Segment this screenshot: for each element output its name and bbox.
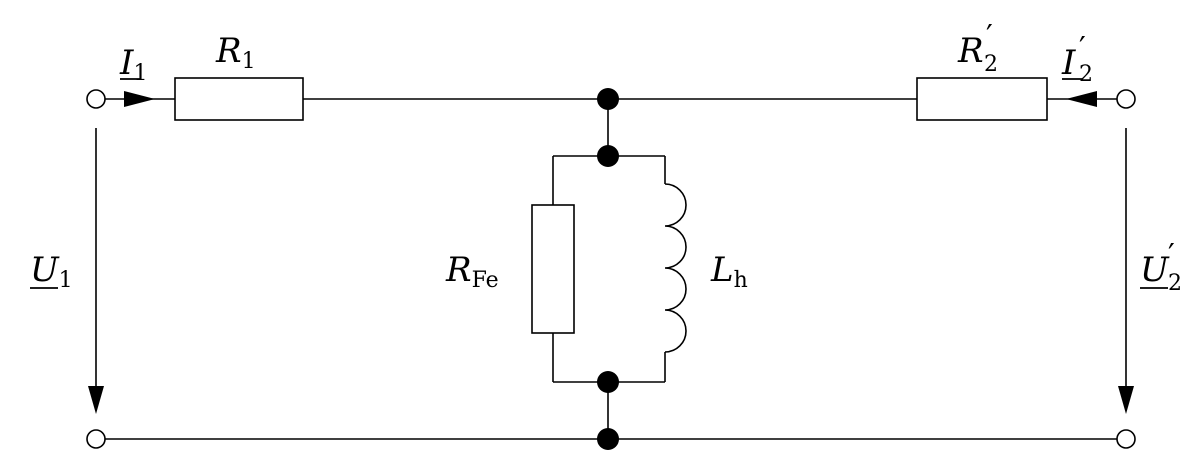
svg-text:′: ′ (1168, 238, 1175, 273)
terminal-input-bottom (86, 429, 106, 449)
svg-text:U: U (1140, 250, 1170, 290)
label-i2-prime: I ′ 2 (1061, 31, 1093, 87)
label-r2-prime: R ′ 2 (957, 19, 998, 77)
svg-text:U1: U1 (30, 250, 73, 293)
svg-text:′: ′ (1079, 31, 1086, 66)
resistor-r2-prime (916, 77, 1048, 121)
label-lh: Lh (710, 250, 748, 293)
svg-text:I: I (1061, 43, 1076, 83)
resistor-rfe (531, 204, 575, 334)
label-u1: U1 (30, 250, 73, 293)
voltage-arrow-u2-head (1118, 386, 1134, 414)
node-top-junction (597, 88, 619, 110)
inductor-lh (664, 183, 687, 353)
svg-text:2: 2 (1168, 271, 1182, 296)
terminal-output-bottom (1116, 429, 1136, 449)
svg-text:2: 2 (1079, 62, 1093, 87)
label-rfe: RFe (445, 250, 499, 293)
node-parallel-top (597, 145, 619, 167)
svg-text:Lh: Lh (710, 250, 748, 293)
terminal-output-top (1116, 89, 1136, 109)
resistor-r1 (174, 77, 304, 121)
label-i1: I1 (119, 43, 147, 86)
current-arrow-i2-prime (1066, 91, 1097, 107)
svg-text:R: R (957, 31, 984, 71)
label-u2-prime: U ′ 2 (1140, 238, 1182, 296)
svg-text:2: 2 (984, 52, 998, 77)
node-bottom-junction (597, 428, 619, 450)
svg-text:RFe: RFe (445, 250, 499, 293)
terminal-input-top (86, 89, 106, 109)
svg-text:R1: R1 (215, 31, 256, 74)
current-arrow-i1 (124, 91, 155, 107)
voltage-arrow-u1-head (88, 386, 104, 414)
node-parallel-bottom (597, 371, 619, 393)
svg-text:′: ′ (986, 19, 993, 54)
label-r1: R1 (215, 31, 256, 74)
